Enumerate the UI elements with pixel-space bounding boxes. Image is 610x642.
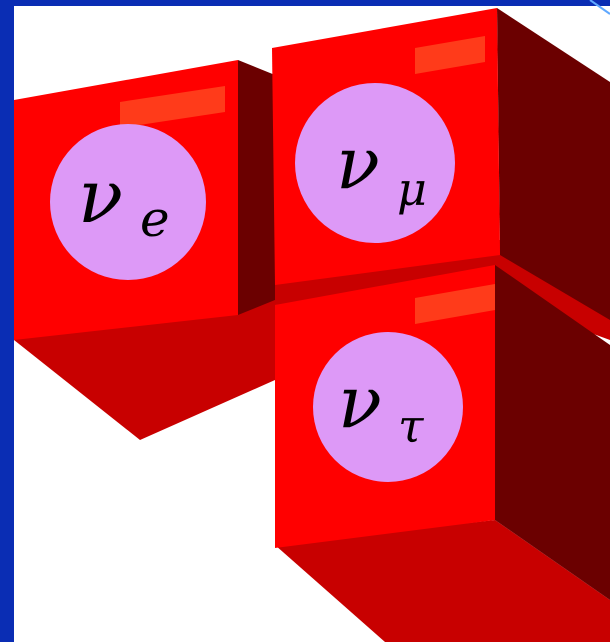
cube-e-label-subscript: e <box>140 190 170 248</box>
cube-e-circle <box>50 124 206 280</box>
cube-tau-label-subscript: τ <box>398 399 425 453</box>
cube-tau-circle <box>313 332 463 482</box>
cube-mu-label-base: ν <box>336 121 380 205</box>
cube-tau-label-base: ν <box>338 360 382 444</box>
cube-mu-label-subscript: μ <box>397 162 427 216</box>
cube-e-label-base: ν <box>78 154 123 240</box>
cube-e-side-face <box>238 60 275 315</box>
cube-tau-neutrino: ν τ <box>275 265 610 642</box>
